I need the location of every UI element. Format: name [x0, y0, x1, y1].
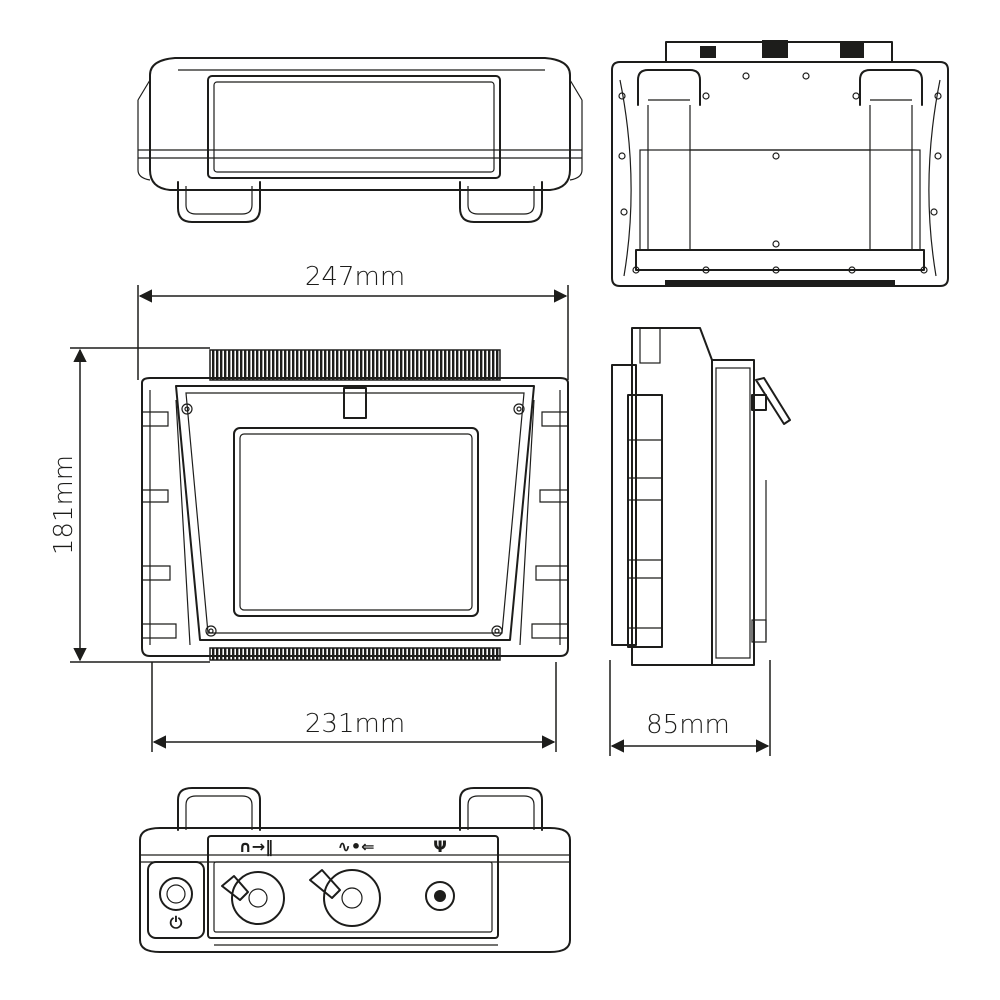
- antenna-symbol: Ψ: [433, 837, 447, 856]
- power-button-housing: [147, 861, 205, 939]
- front-body: [141, 377, 569, 657]
- dim-depth: 85mm: [646, 710, 730, 740]
- back-body: [611, 61, 949, 287]
- bottom-body: [139, 827, 571, 953]
- power-usb-symbol: ∿•⇐: [337, 837, 374, 856]
- bottom-handle-right: [459, 787, 543, 831]
- power-button: [159, 877, 193, 911]
- top-body: [149, 57, 571, 191]
- handle-right: [459, 181, 543, 223]
- back-handle-left: [637, 69, 701, 106]
- side-view: [611, 327, 791, 666]
- power-usb-port: [323, 869, 381, 927]
- bottom-view: ∩→‖ ∿•⇐ Ψ ⏻: [139, 787, 571, 953]
- antenna-port: [425, 881, 455, 911]
- back-handle-right: [859, 69, 923, 106]
- back-view: [611, 40, 949, 287]
- top-panel: [207, 75, 501, 179]
- dim-height: 181mm: [49, 455, 79, 555]
- front-view: [141, 349, 569, 661]
- top-grille: [209, 349, 501, 381]
- port-panel: [207, 835, 499, 939]
- dimension-lines: 247mm 181mm 231mm 85mm: [49, 262, 771, 756]
- handle-left: [177, 181, 261, 223]
- power-symbol: ⏻: [170, 913, 183, 932]
- side-bezel: [611, 364, 637, 646]
- side-body-back: [711, 359, 755, 666]
- front-bezel: [175, 385, 535, 641]
- top-view: [137, 57, 583, 223]
- sensor-symbol: ∩→‖: [239, 837, 273, 857]
- dim-width-bottom: 231mm: [305, 709, 405, 739]
- dim-width-top: 247mm: [305, 262, 405, 292]
- display-screen: [233, 427, 479, 617]
- side-body-front: [631, 327, 713, 666]
- sensor-window: [343, 387, 367, 419]
- sensor-port: [231, 871, 285, 925]
- side-clip: [751, 377, 791, 425]
- bottom-handle-left: [177, 787, 261, 831]
- bottom-grille: [209, 647, 501, 661]
